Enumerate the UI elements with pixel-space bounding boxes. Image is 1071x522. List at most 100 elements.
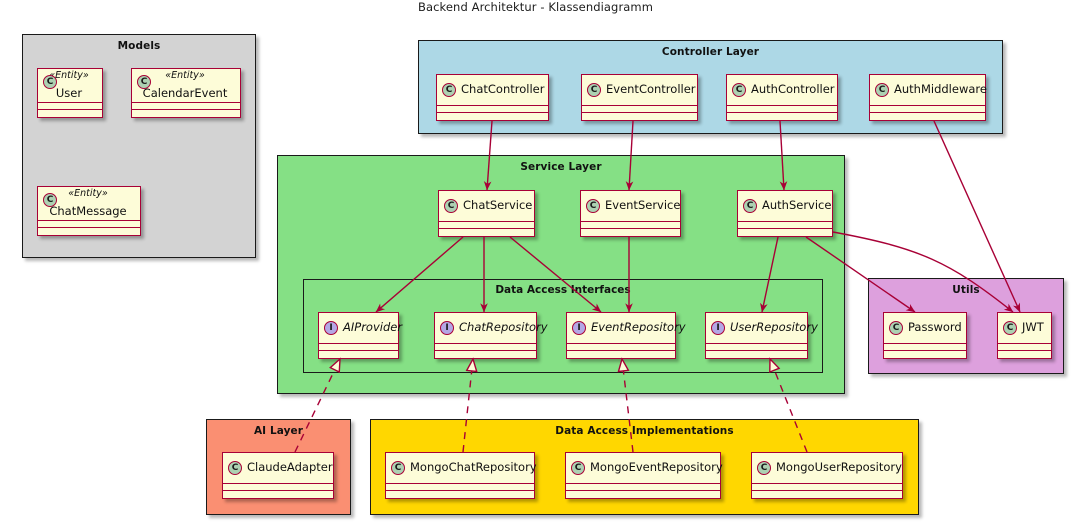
operations-compartment xyxy=(581,229,680,236)
class-badge-icon: C xyxy=(43,75,57,89)
package-title: Utils xyxy=(952,284,980,296)
attributes-compartment xyxy=(132,103,240,110)
attributes-compartment xyxy=(884,344,966,351)
class-name: MongoChatRepository xyxy=(410,460,537,475)
operations-compartment xyxy=(319,351,398,358)
class-badge-icon: C xyxy=(757,461,771,475)
class-badge-icon: C xyxy=(137,75,151,89)
interface-name: EventRepository xyxy=(591,320,686,335)
interface-name: UserRepository xyxy=(730,320,818,335)
package-title: Data Access Interfaces xyxy=(495,284,631,296)
class-mongoeventrepository[interactable]: C MongoEventRepository xyxy=(565,452,723,499)
class-name: ClaudeAdapter xyxy=(247,460,333,475)
operations-compartment xyxy=(223,491,333,498)
class-name: EventService xyxy=(605,198,681,213)
attributes-compartment xyxy=(752,484,902,491)
interface-name: ChatRepository xyxy=(459,320,548,335)
attributes-compartment xyxy=(566,484,720,491)
class-name: AuthMiddleware xyxy=(894,82,987,97)
operations-compartment xyxy=(435,351,536,358)
operations-compartment xyxy=(884,351,966,358)
attributes-compartment xyxy=(437,106,548,113)
operations-compartment xyxy=(870,113,985,120)
operations-compartment xyxy=(437,113,548,120)
attributes-compartment xyxy=(319,344,398,351)
class-password[interactable]: C Password xyxy=(883,312,967,359)
class-name: ChatController xyxy=(461,82,545,97)
class-badge-icon: C xyxy=(391,461,405,475)
class-eventcontroller[interactable]: C EventController xyxy=(581,74,698,121)
operations-compartment xyxy=(727,113,837,120)
class-jwt[interactable]: C JWT xyxy=(997,312,1052,359)
class-mongochatrepository[interactable]: C MongoChatRepository xyxy=(385,452,537,499)
class-badge-icon: C xyxy=(571,461,585,475)
class-badge-icon: C xyxy=(228,461,242,475)
interface-name: AIProvider xyxy=(343,320,403,335)
class-badge-icon: C xyxy=(743,199,757,213)
operations-compartment xyxy=(38,228,140,235)
package-title: AI Layer xyxy=(253,425,304,437)
operations-compartment xyxy=(582,113,697,120)
class-title-block: «Entity»ChatMessage xyxy=(43,188,133,219)
interface-userrepository[interactable]: I UserRepository xyxy=(705,312,818,359)
class-mongouserrepository[interactable]: C MongoUserRepository xyxy=(751,452,903,499)
class-badge-icon: C xyxy=(732,83,746,97)
attributes-compartment xyxy=(38,221,140,228)
operations-compartment xyxy=(132,110,240,117)
class-claudeadapter[interactable]: C ClaudeAdapter xyxy=(222,452,334,499)
attributes-compartment xyxy=(998,344,1051,351)
operations-compartment xyxy=(706,351,807,358)
class-name: ChatMessage xyxy=(49,203,127,218)
class-chatmessage[interactable]: C«Entity»ChatMessage xyxy=(37,186,141,236)
attributes-compartment xyxy=(727,106,837,113)
attributes-compartment xyxy=(582,106,697,113)
attributes-compartment xyxy=(439,222,534,229)
operations-compartment xyxy=(567,351,675,358)
class-name: ChatService xyxy=(463,198,533,213)
class-name: MongoEventRepository xyxy=(590,460,723,475)
class-badge-icon: C xyxy=(444,199,458,213)
class-calendarevent[interactable]: C«Entity»CalendarEvent xyxy=(131,68,241,118)
operations-compartment xyxy=(386,491,534,498)
operations-compartment xyxy=(752,491,902,498)
class-chatcontroller[interactable]: C ChatController xyxy=(436,74,549,121)
class-badge-icon: C xyxy=(442,83,456,97)
class-badge-icon: C xyxy=(587,83,601,97)
class-chatservice[interactable]: C ChatService xyxy=(438,190,535,237)
operations-compartment xyxy=(998,351,1051,358)
package-title: Data Access Implementations xyxy=(555,425,734,437)
attributes-compartment xyxy=(223,484,333,491)
package-title: Controller Layer xyxy=(661,46,760,58)
attributes-compartment xyxy=(738,222,832,229)
class-name: MongoUserRepository xyxy=(776,460,902,475)
class-name: EventController xyxy=(606,82,696,97)
operations-compartment xyxy=(738,229,832,236)
package-title: Models xyxy=(117,40,161,52)
class-name: Password xyxy=(908,320,962,335)
class-badge-icon: C xyxy=(43,193,57,207)
class-name: JWT xyxy=(1022,320,1044,335)
attributes-compartment xyxy=(567,344,675,351)
class-user[interactable]: C«Entity»User xyxy=(37,68,103,118)
operations-compartment xyxy=(566,491,720,498)
diagram-title: Backend Architektur - Klassendiagramm xyxy=(417,0,654,14)
class-stereotype: «Entity» xyxy=(165,70,205,81)
interface-badge-icon: I xyxy=(711,321,725,335)
package-title: Service Layer xyxy=(520,161,602,173)
attributes-compartment xyxy=(581,222,680,229)
attributes-compartment xyxy=(435,344,536,351)
class-title-block: «Entity»User xyxy=(43,70,95,101)
class-name: User xyxy=(55,85,83,100)
class-badge-icon: C xyxy=(889,321,903,335)
class-title-block: «Entity»CalendarEvent xyxy=(137,70,233,101)
class-badge-icon: C xyxy=(1003,321,1017,335)
attributes-compartment xyxy=(870,106,985,113)
